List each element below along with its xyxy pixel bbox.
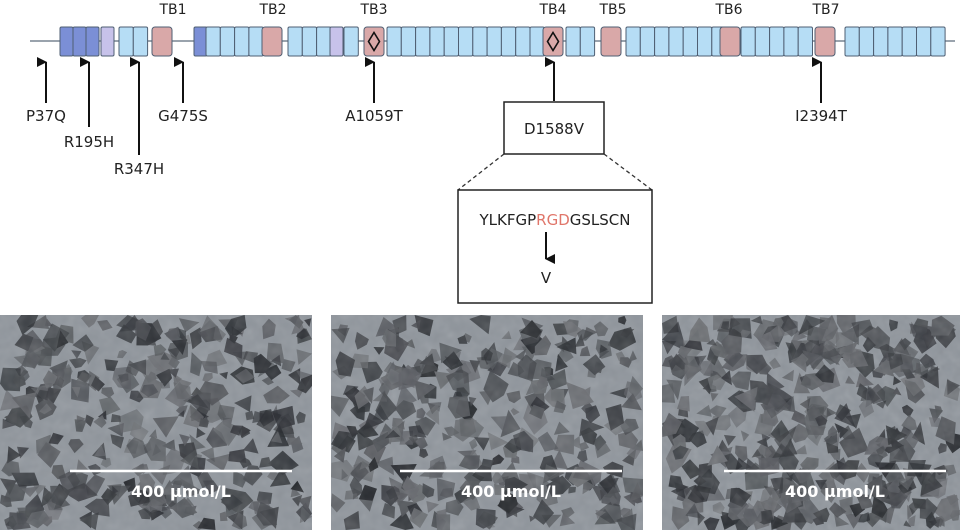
mutation-diamond-icon: [367, 30, 381, 53]
egf-like-domain: [400, 26, 417, 57]
egf-like-domain: [248, 26, 264, 57]
egf-like-domain: [579, 26, 596, 57]
egf-like-domain: [930, 26, 946, 57]
egf-like-domain: [769, 26, 785, 57]
tb1-label: TB1: [158, 2, 186, 18]
sequence-before: YLKFGP: [479, 211, 537, 229]
egf-like-domain: [625, 26, 641, 57]
mutation-label-g475s: G475S: [158, 107, 208, 125]
egf-like-domain: [697, 26, 713, 57]
mutation-label-d1588v: D1588V: [524, 120, 585, 138]
tb-domain: [814, 26, 836, 57]
egf-like-domain: [472, 26, 488, 57]
hybrid-domain: [85, 26, 100, 57]
egf-like-domain: [458, 26, 474, 57]
egf-like-domain: [858, 26, 875, 57]
d1588v-box: [503, 101, 605, 155]
egf-like-domain: [443, 26, 460, 57]
egf-like-domain: [205, 26, 221, 57]
egf-like-domain: [797, 26, 814, 57]
egf-like-domain: [565, 26, 581, 57]
micrograph-panel-2: 400 µmol/L: [331, 315, 643, 530]
mutation-label-p37q: P37Q: [26, 107, 66, 125]
panel-2-scale-label: 400 µmol/L: [461, 482, 561, 501]
tb-domain: [719, 26, 741, 57]
egf-like-domain: [415, 26, 431, 57]
tb3-label: TB3: [359, 2, 387, 18]
egf-like-domain: [901, 26, 918, 57]
egf-like-domain: [682, 26, 699, 57]
mutation-label-i2394t: I2394T: [795, 107, 848, 125]
egf-like-domain: [529, 26, 545, 57]
mutation-label-r347h: R347H: [114, 160, 164, 178]
substitution-residue: V: [541, 269, 552, 287]
micrograph-panel-1: 400 µmol/L: [0, 315, 312, 530]
egf-like-domain: [287, 26, 303, 57]
egf-like-domain: [844, 26, 860, 57]
tb5-label: TB5: [598, 2, 626, 18]
egf-like-domain: [515, 26, 531, 57]
egf-like-domain: [316, 26, 332, 57]
tb-domain-mutated: [363, 26, 385, 57]
panel-3-scale-label: 400 µmol/L: [785, 482, 885, 501]
egf-like-domain: [654, 26, 670, 57]
egf-like-domain: [386, 26, 402, 57]
egf-like-domain: [754, 26, 771, 57]
tb7-label: TB7: [811, 2, 839, 18]
tb4-label: TB4: [538, 2, 566, 18]
tb6-label: TB6: [714, 2, 742, 18]
egf-like-domain: [118, 26, 134, 57]
sequence-text: YLKFGPRGDGSLSCN: [479, 211, 631, 229]
zoom-line-right: [603, 153, 653, 191]
egf-like-domain: [639, 26, 656, 57]
tb-domain-mutated: [542, 26, 564, 57]
panel-1-scale-label: 400 µmol/L: [131, 482, 231, 501]
zoom-line-left: [457, 153, 505, 191]
egf-like-domain: [429, 26, 445, 57]
egf-like-domain: [873, 26, 889, 57]
egf-like-domain: [219, 26, 236, 57]
hybrid-domain: [193, 26, 208, 57]
tb2-label: TB2: [258, 2, 286, 18]
mutation-label-a1059t: A1059T: [345, 107, 403, 125]
rgd-motif: RGD: [536, 211, 570, 229]
sequence-box: [457, 189, 653, 304]
egf-like-domain: [132, 26, 149, 57]
egf-like-domain: [486, 26, 502, 57]
micrograph-panel-3: 400 µmol/L: [662, 315, 960, 530]
tb-domain: [151, 26, 173, 57]
egf-like-domain: [887, 26, 903, 57]
egf-like-domain: [343, 26, 359, 57]
panel-1-texture: [0, 315, 312, 530]
hybrid-domain: [72, 26, 87, 57]
cys-domain: [100, 26, 115, 57]
mutation-arrows: [37, 57, 822, 155]
mutation-diamond-icon: [546, 30, 560, 53]
egf-like-domain: [916, 26, 932, 57]
sequence-after: GSLSCN: [570, 211, 631, 229]
egf-like-domain: [301, 26, 318, 57]
mutation-label-r195h: R195H: [64, 133, 114, 151]
tb-domain: [600, 26, 622, 57]
egf-like-domain: [740, 26, 756, 57]
panel-2-texture: [331, 315, 643, 530]
domain-track: [59, 26, 946, 57]
panel-3-texture: [662, 315, 960, 530]
tb-domain: [261, 26, 283, 57]
egf-like-domain: [234, 26, 250, 57]
hybrid-domain: [59, 26, 74, 57]
cys-domain: [329, 26, 344, 57]
egf-like-domain: [783, 26, 799, 57]
egf-like-domain: [500, 26, 517, 57]
egf-like-domain: [668, 26, 684, 57]
